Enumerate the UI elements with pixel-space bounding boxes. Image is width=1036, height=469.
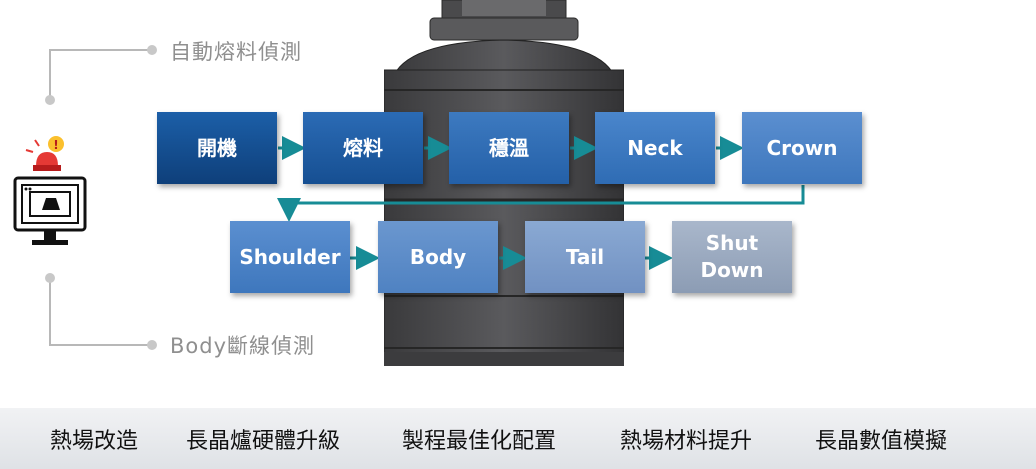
siren-icon: ! [25,136,64,171]
step-shoulder: Shoulder [230,221,350,293]
step-neck: Neck [595,112,715,184]
svg-text:!: ! [53,138,58,152]
topic-puller-hardware-upgrade: 長晶爐硬體升級 [186,429,341,454]
callout-auto-melt-detection: 自動熔料偵測 [170,40,302,64]
step-tail: Tail [525,221,645,293]
step-start: 開機 [157,112,277,184]
callout-body-break-detection: Body斷線偵測 [170,334,316,358]
topic-hot-zone-material: 熱場材料提升 [620,429,753,454]
topic-process-optimization: 製程最佳化配置 [402,429,557,454]
step-stabilize: 穩溫 [449,112,569,184]
callout-line-bottom [49,278,152,346]
step-melt: 熔料 [303,112,423,184]
step-shutdown: Shut Down [672,221,792,293]
topic-hot-zone-retrofit: 熱場改造 [50,429,139,454]
topic-crystal-growth-simulation: 長晶數值模擬 [815,429,948,454]
step-body: Body [378,221,498,293]
alarm-monitor-icon: ! [13,136,87,245]
bottom-topics-bar: 熱場改造 長晶爐硬體升級 製程最佳化配置 熱場材料提升 長晶數值模擬 [0,408,1036,469]
callout-line-top [49,49,152,100]
step-crown: Crown [742,112,862,184]
